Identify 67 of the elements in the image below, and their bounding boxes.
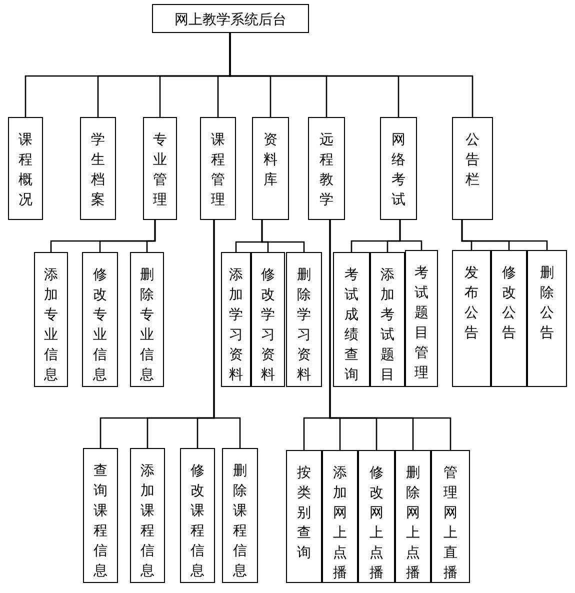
box-label: 学生档案 — [90, 131, 106, 210]
process-box — [431, 450, 470, 583]
process-box — [143, 117, 177, 220]
box-label: 修改学习资料 — [260, 266, 276, 385]
process-box — [527, 250, 567, 387]
process-box — [308, 117, 345, 220]
box-label: 添加学习资料 — [228, 266, 244, 385]
box-label: 删除网上点播 — [406, 464, 420, 583]
process-box — [405, 250, 438, 387]
connector-line — [399, 220, 422, 250]
process-box — [452, 250, 491, 387]
box-label: 添加网上点播 — [332, 464, 348, 583]
process-box — [370, 252, 405, 387]
process-box — [152, 4, 309, 33]
process-box — [130, 252, 164, 387]
process-box — [130, 448, 165, 583]
box-label: 发布公告 — [464, 264, 479, 343]
box-label: 网上教学系统后台 — [174, 11, 288, 30]
box-label: 删除学习资料 — [296, 266, 312, 385]
process-box — [286, 252, 322, 387]
process-box — [452, 117, 493, 220]
process-box — [251, 252, 285, 387]
box-label: 考试题目管理 — [414, 264, 429, 383]
box-label: 修改网上点播 — [369, 464, 384, 583]
connector-line — [261, 220, 305, 252]
box-label: 删除课程信息 — [232, 462, 248, 581]
box-label: 添加考试题目 — [380, 266, 395, 385]
process-box — [221, 252, 251, 387]
process-box — [200, 117, 236, 220]
box-label: 课程管理 — [210, 131, 226, 210]
box-label: 网络考试 — [391, 131, 406, 210]
connector-line — [146, 220, 156, 252]
process-box — [252, 117, 289, 220]
process-box — [180, 448, 215, 583]
box-label: 资料库 — [263, 131, 278, 190]
process-box — [82, 252, 118, 387]
process-box — [80, 117, 116, 220]
box-label: 删除专业信息 — [140, 266, 154, 385]
box-label: 管理网上直播 — [443, 464, 458, 583]
process-box — [34, 252, 68, 387]
process-box — [8, 117, 43, 220]
box-label: 添加专业信息 — [44, 266, 58, 385]
box-label: 公告栏 — [465, 131, 480, 190]
box-label: 专业管理 — [152, 131, 168, 210]
process-box — [491, 250, 527, 387]
process-box — [395, 450, 431, 583]
box-label: 添加课程信息 — [140, 462, 155, 581]
box-label: 修改专业信息 — [92, 266, 108, 385]
box-label: 按类别查询 — [296, 464, 312, 563]
process-box — [222, 448, 258, 583]
box-label: 修改课程信息 — [190, 462, 205, 581]
connector-line — [229, 33, 474, 117]
process-box — [380, 117, 417, 220]
box-label: 查询课程信息 — [93, 462, 108, 581]
connector-line — [461, 220, 548, 250]
box-label: 修改公告 — [502, 264, 516, 343]
box-label: 远程教学 — [319, 131, 334, 210]
process-box — [322, 450, 358, 583]
connector-line — [329, 220, 452, 450]
process-box — [83, 448, 118, 583]
connector-line — [213, 220, 241, 448]
box-label: 删除公告 — [540, 264, 554, 343]
box-label: 课程概况 — [18, 131, 33, 210]
process-box — [286, 450, 322, 583]
process-box — [358, 450, 395, 583]
box-label: 考试成绩查询 — [344, 266, 359, 385]
process-box — [333, 252, 370, 387]
